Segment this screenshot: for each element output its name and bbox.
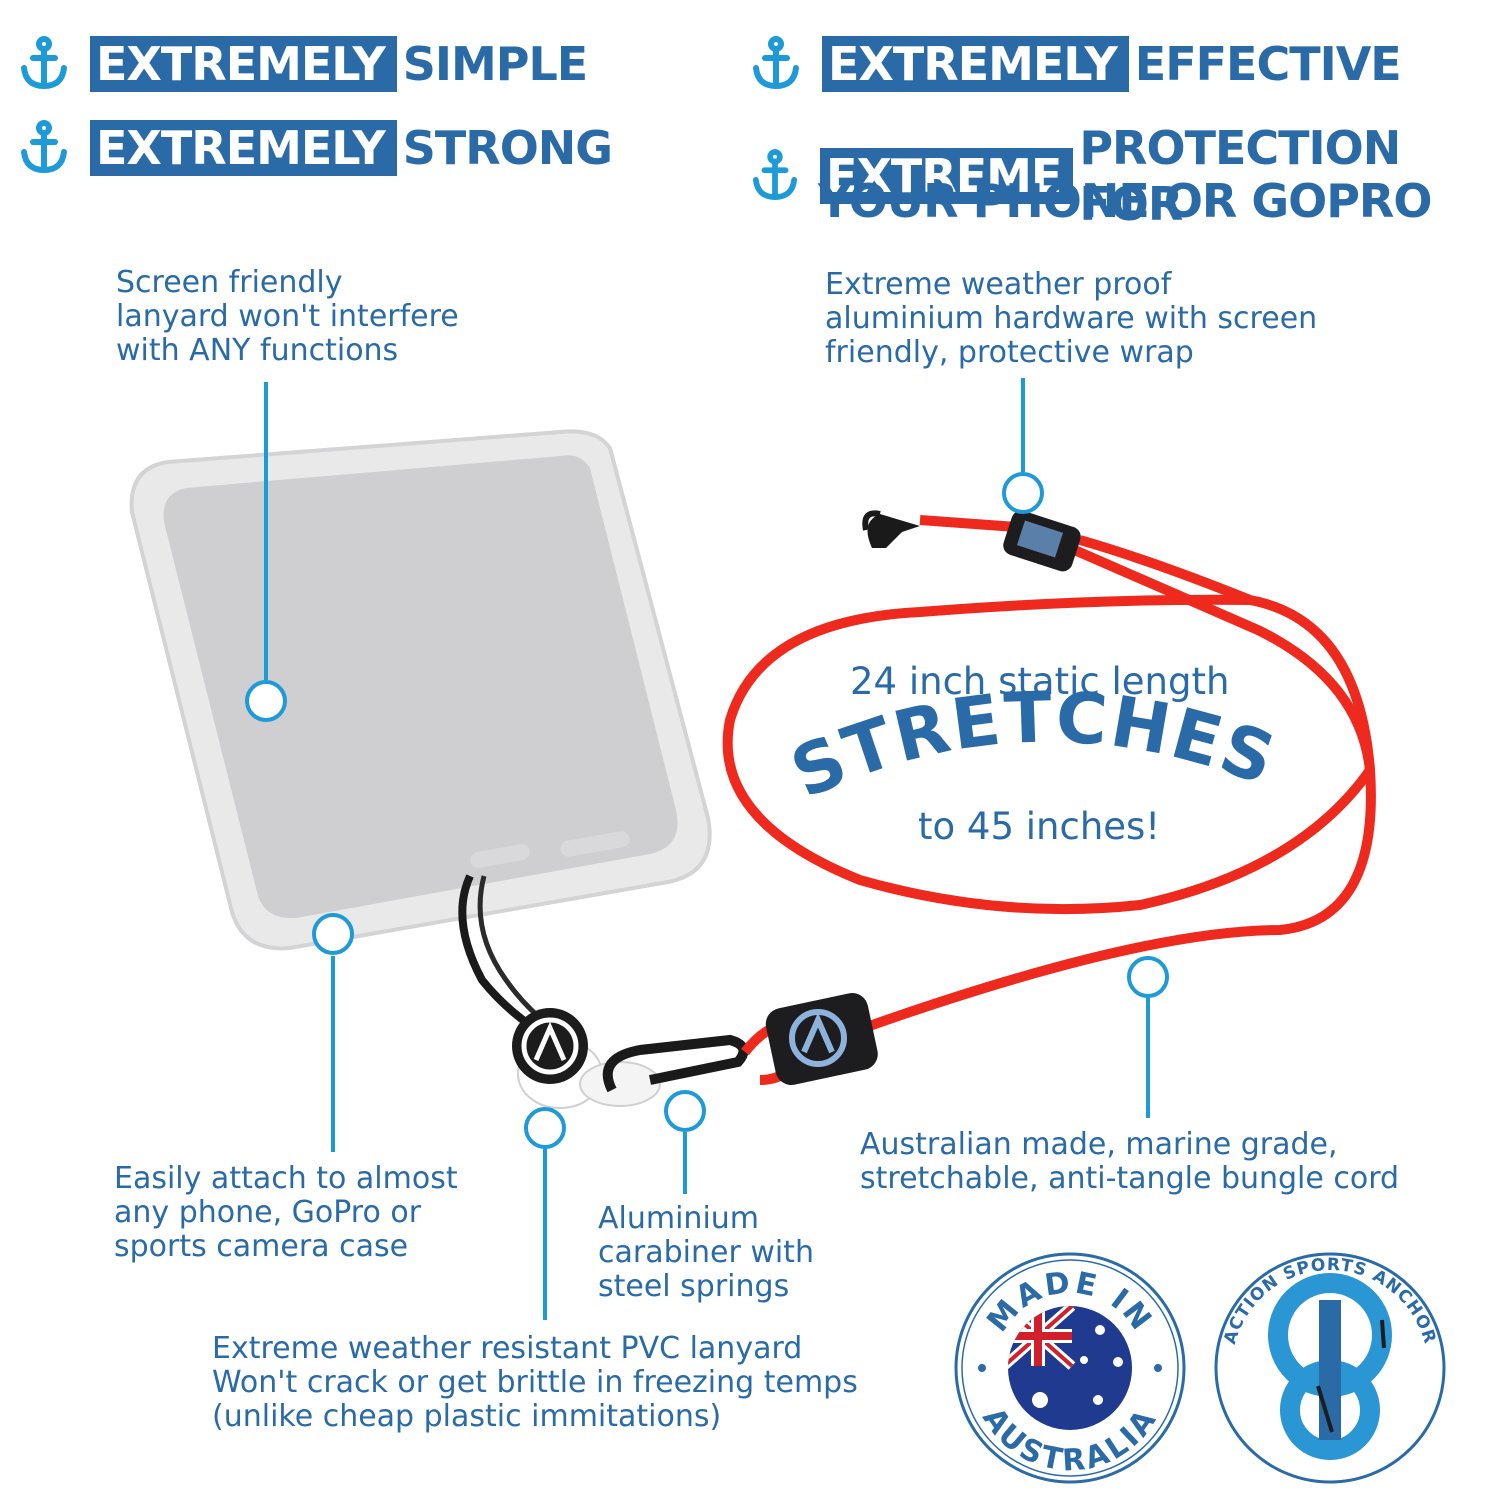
logo-hub: [512, 1008, 661, 1109]
headline-highlight: EXTREMELY: [90, 120, 397, 176]
anchor-icon: [753, 36, 799, 90]
anchor-icon: [752, 149, 798, 200]
carabiner: [602, 1034, 749, 1093]
phone-in-case: [129, 429, 712, 951]
stretch-length-text: to 45 inches!: [918, 805, 1161, 848]
headline-highlight: EXTREMELY: [822, 36, 1129, 92]
static-length-text: 24 inch static length: [850, 660, 1230, 703]
cord-sleeve-bottom: [765, 993, 878, 1086]
callout-screen-friendly: Screen friendly lanyard won't interfere …: [116, 265, 459, 368]
action-sports-anchor-logo: ACTION SPORTS ANCHOR: [1214, 1252, 1446, 1484]
made-in-australia-badge: MADE IN AUSTRALIA: [954, 1252, 1186, 1484]
headline-rest: SIMPLE: [402, 37, 588, 91]
callout-pvc: Extreme weather resistant PVC lanyard Wo…: [212, 1331, 858, 1434]
callout-hardware: Extreme weather proof aluminium hardware…: [825, 267, 1318, 370]
headline-rest: STRONG: [402, 121, 613, 175]
callout-cord: Australian made, marine grade, stretchab…: [860, 1127, 1400, 1196]
anchor-icon: [21, 120, 67, 174]
callout-attach: Easily attach to almost any phone, GoPro…: [114, 1161, 458, 1264]
headline-strong: EXTREMELY STRONG: [20, 120, 613, 176]
cord-sleeve-top: [862, 510, 1081, 572]
headline-protection-line2: YOUR PHONE OR GOPRO: [818, 174, 1432, 228]
headline-highlight: EXTREMELY: [90, 36, 397, 92]
headline-simple: EXTREMELY SIMPLE: [20, 36, 588, 92]
headline-effective: EXTREMELY EFFECTIVE: [752, 36, 1402, 92]
australian-flag: [1008, 1306, 1132, 1430]
headline-rest: PROTECTION FOR: [1079, 121, 1401, 231]
red-bungee-cord: [722, 515, 1376, 1085]
headline-protection: EXTREME PROTECTION FOR: [752, 120, 1500, 232]
callout-carabiner: Aluminium carabiner with steel springs: [598, 1201, 814, 1304]
black-cord: [458, 874, 543, 1036]
headline-highlight: EXTREME: [820, 148, 1074, 204]
callout-pointers: [245, 378, 1169, 1320]
headline-rest: EFFECTIVE: [1134, 37, 1402, 91]
anchor-icon: [21, 36, 67, 90]
